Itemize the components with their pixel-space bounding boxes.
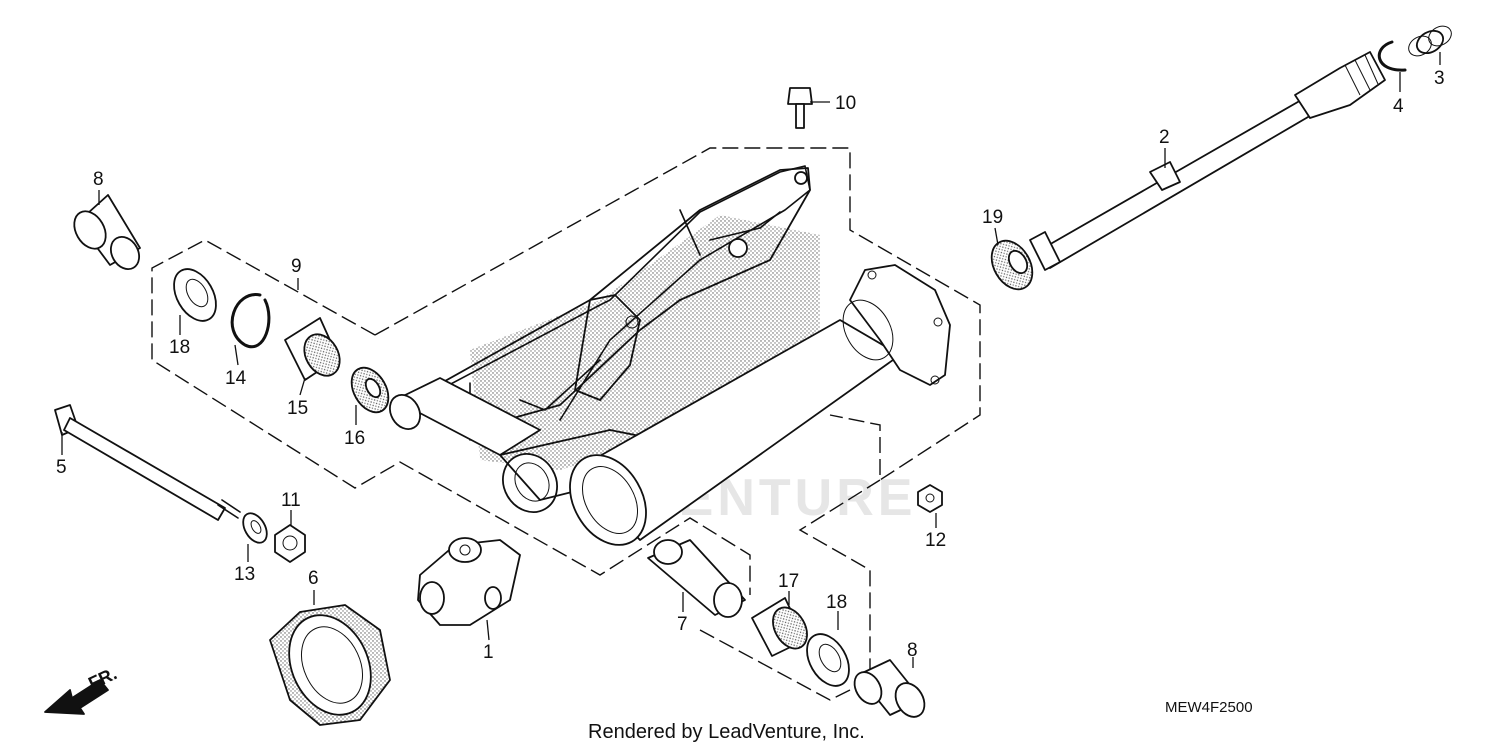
universal-joint bbox=[417, 537, 521, 626]
callout-19: 19 bbox=[982, 207, 1003, 228]
callout-2: 2 bbox=[1159, 127, 1170, 148]
ball-bearing bbox=[350, 366, 390, 414]
callout-16: 16 bbox=[344, 428, 365, 449]
front-direction-arrow: FR. bbox=[44, 663, 120, 715]
callout-10: 10 bbox=[835, 93, 856, 114]
callout-12: 12 bbox=[925, 530, 946, 551]
collar-top bbox=[73, 194, 141, 270]
thrust-washer-left bbox=[173, 268, 217, 322]
footer-credit: Rendered by LeadVenture, Inc. bbox=[588, 721, 865, 743]
needle-bearing-right bbox=[751, 597, 808, 657]
circlip bbox=[1377, 40, 1407, 72]
callout-15: 15 bbox=[287, 398, 308, 419]
collar-bottom bbox=[853, 659, 926, 718]
lock-nut bbox=[269, 604, 391, 726]
callout-11: 11 bbox=[281, 490, 301, 511]
callout-5: 5 bbox=[56, 457, 67, 478]
callout-18-left: 18 bbox=[169, 337, 190, 358]
callout-7: 7 bbox=[677, 614, 688, 635]
callout-9: 9 bbox=[291, 256, 302, 277]
callout-4: 4 bbox=[1393, 96, 1404, 117]
thrust-washer-right bbox=[806, 633, 850, 687]
callout-8-top: 8 bbox=[93, 169, 104, 190]
callout-numbers: 1 2 3 4 5 6 7 8 8 9 10 11 12 13 14 15 16… bbox=[56, 68, 1445, 663]
nut-small bbox=[917, 484, 943, 513]
callout-18-right: 18 bbox=[826, 592, 847, 613]
callout-1: 1 bbox=[483, 642, 494, 663]
drive-shaft bbox=[1029, 51, 1386, 271]
pivot-bolt bbox=[54, 404, 241, 521]
diagram-code: MEW4F2500 bbox=[1165, 699, 1253, 716]
bolt bbox=[787, 87, 813, 129]
needle-bearing bbox=[284, 317, 341, 381]
assembly-boundary bbox=[151, 147, 981, 701]
washer bbox=[242, 512, 268, 544]
callout-3: 3 bbox=[1434, 68, 1445, 89]
callout-14: 14 bbox=[225, 368, 247, 389]
callout-8-bottom: 8 bbox=[907, 640, 918, 661]
nut bbox=[274, 524, 306, 563]
swingarm-frame bbox=[389, 165, 951, 546]
spring bbox=[1408, 25, 1452, 57]
snap-ring bbox=[230, 293, 271, 349]
oil-seal bbox=[990, 239, 1034, 291]
leader-lines bbox=[61, 52, 1441, 668]
callout-6: 6 bbox=[308, 568, 319, 589]
callout-13: 13 bbox=[234, 564, 255, 585]
callout-17: 17 bbox=[778, 571, 799, 592]
collar bbox=[647, 539, 746, 618]
